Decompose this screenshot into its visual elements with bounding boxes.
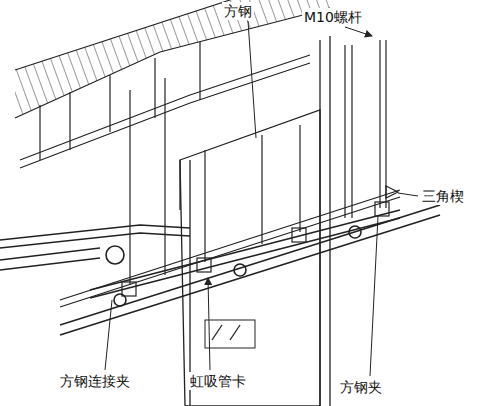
m10-rods xyxy=(122,40,398,296)
part-label: M10螺杆 xyxy=(302,8,364,26)
siphon-pipes xyxy=(0,205,440,335)
leader-lines xyxy=(105,21,418,376)
part-label: 虹吸管卡 xyxy=(188,372,248,390)
part-label: 方钢连接夹 xyxy=(58,372,132,390)
part-label: 方钢夹 xyxy=(338,378,384,396)
steel-beam-and-columns xyxy=(180,36,330,406)
part-label: 方钢 xyxy=(222,2,254,20)
part-label: 三角楔 xyxy=(420,187,466,205)
square-steel xyxy=(0,190,400,307)
